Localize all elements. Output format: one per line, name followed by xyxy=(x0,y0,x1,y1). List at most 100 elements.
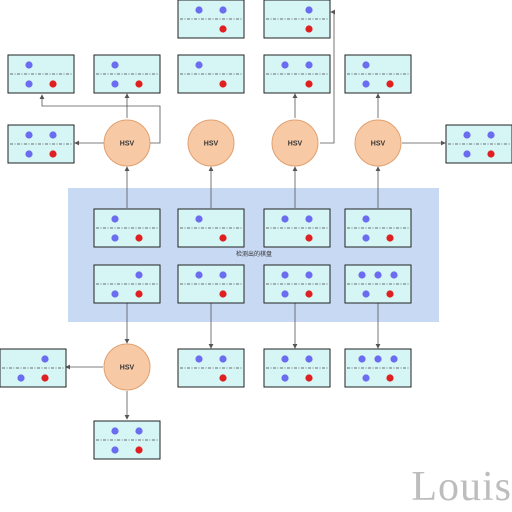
red-piece xyxy=(135,290,143,298)
blue-piece xyxy=(111,290,119,298)
red-piece xyxy=(305,234,313,242)
red-piece xyxy=(305,374,313,382)
red-piece xyxy=(386,374,394,382)
blue-piece xyxy=(463,131,471,139)
connector-arrow xyxy=(320,9,335,144)
red-piece xyxy=(49,80,57,88)
blue-piece xyxy=(219,271,227,279)
hsv-circle xyxy=(271,119,319,167)
blue-piece xyxy=(305,355,313,363)
board-card-row2-5 xyxy=(344,54,412,94)
hsv-label: HSV xyxy=(371,141,386,148)
blue-piece xyxy=(25,80,33,88)
red-piece xyxy=(305,25,313,33)
blue-piece xyxy=(135,271,143,279)
red-piece xyxy=(219,374,227,382)
red-piece xyxy=(219,25,227,33)
blue-piece xyxy=(362,374,370,382)
hsv-label: HSV xyxy=(288,141,303,148)
blue-piece xyxy=(362,80,370,88)
blue-piece xyxy=(362,234,370,242)
red-piece xyxy=(219,80,227,88)
blue-piece xyxy=(487,131,495,139)
board-card-top-1 xyxy=(177,0,245,39)
watermark: Louis xyxy=(411,464,512,510)
blue-piece xyxy=(111,446,119,454)
board-card-grid-1-2 xyxy=(177,208,245,248)
hsv-node: HSV xyxy=(354,119,402,167)
blue-piece xyxy=(305,6,313,14)
board-card-top-2 xyxy=(263,0,331,39)
board-card-grid-2-2 xyxy=(177,264,245,304)
blue-piece xyxy=(463,150,471,158)
hsv-label: HSV xyxy=(120,365,135,372)
blue-piece xyxy=(111,234,119,242)
red-piece xyxy=(305,290,313,298)
blue-piece xyxy=(17,374,25,382)
group-label: 检测出的棋盘 xyxy=(236,252,273,258)
connector-arrow xyxy=(39,94,161,144)
blue-piece xyxy=(195,61,203,69)
hsv-node: HSV xyxy=(103,343,151,391)
blue-piece xyxy=(281,374,289,382)
board-card-grid-1-4 xyxy=(344,208,412,248)
red-piece xyxy=(135,80,143,88)
blue-piece xyxy=(358,271,366,279)
board-card-row2-2 xyxy=(93,54,161,94)
board-card-grid-2-1 xyxy=(93,264,161,304)
blue-piece xyxy=(111,61,119,69)
red-piece xyxy=(135,446,143,454)
blue-piece xyxy=(195,355,203,363)
board-card-grid-1-3 xyxy=(263,208,331,248)
board-card-left-out xyxy=(7,124,75,164)
board-card-right-out xyxy=(445,124,512,164)
blue-piece xyxy=(281,61,289,69)
blue-piece xyxy=(281,290,289,298)
red-piece xyxy=(386,234,394,242)
blue-piece xyxy=(49,131,57,139)
hsv-circle xyxy=(187,119,235,167)
blue-piece xyxy=(390,271,398,279)
blue-piece xyxy=(374,355,382,363)
hsv-circle xyxy=(354,119,402,167)
board-card-row2-3 xyxy=(177,54,245,94)
board-card-bot-2 xyxy=(177,348,245,388)
board-card-bot-bottom xyxy=(93,420,161,460)
blue-piece xyxy=(195,6,203,14)
blue-piece xyxy=(219,6,227,14)
blue-piece xyxy=(362,290,370,298)
blue-piece xyxy=(390,355,398,363)
hsv-node: HSV xyxy=(271,119,319,167)
red-piece xyxy=(41,374,49,382)
hsv-label: HSV xyxy=(204,141,219,148)
blue-piece xyxy=(305,215,313,223)
hsv-circle xyxy=(103,343,151,391)
blue-piece xyxy=(281,215,289,223)
blue-piece xyxy=(281,271,289,279)
board-card-bot-left xyxy=(0,348,67,388)
red-piece xyxy=(487,150,495,158)
blue-piece xyxy=(305,271,313,279)
board-card-grid-2-3 xyxy=(263,264,331,304)
blue-piece xyxy=(25,61,33,69)
board-card-grid-1-1 xyxy=(93,208,161,248)
red-piece xyxy=(305,80,313,88)
board-card-row2-1 xyxy=(7,54,75,94)
blue-piece xyxy=(111,427,119,435)
red-piece xyxy=(219,234,227,242)
red-piece xyxy=(386,80,394,88)
red-piece xyxy=(49,150,57,158)
hsv-node: HSV xyxy=(187,119,235,167)
board-card-bot-3 xyxy=(263,348,331,388)
blue-piece xyxy=(374,271,382,279)
red-piece xyxy=(135,234,143,242)
board-card-bot-4 xyxy=(344,348,412,388)
blue-piece xyxy=(195,271,203,279)
red-piece xyxy=(386,290,394,298)
board-card-row2-4 xyxy=(263,54,331,94)
hsv-circle xyxy=(103,119,151,167)
blue-piece xyxy=(135,427,143,435)
blue-piece xyxy=(219,355,227,363)
hsv-node: HSV xyxy=(103,119,151,167)
